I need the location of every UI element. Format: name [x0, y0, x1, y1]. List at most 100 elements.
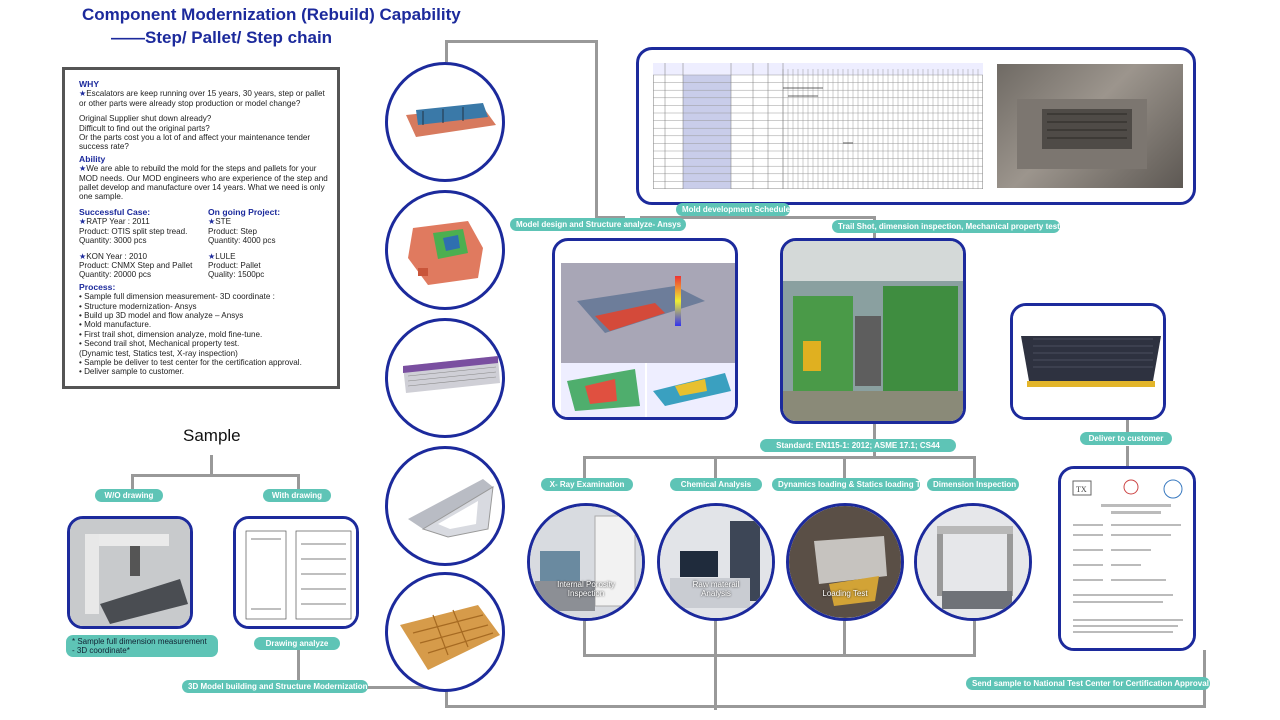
process-item: • Sample full dimension measurement- 3D … [79, 292, 275, 302]
casting-machine-image [783, 241, 963, 421]
why-text: ★Escalators are keep running over 15 yea… [79, 89, 325, 108]
connector [714, 456, 717, 486]
technical-drawing-image [236, 519, 356, 626]
case-1-product: Product: OTIS split step tread. [79, 226, 188, 236]
case-2-quantity: Quantity: 20000 pcs [79, 270, 151, 280]
project-1: ★STE [208, 217, 232, 227]
schedule-chart-image [652, 62, 984, 190]
step-3d-model-circle [385, 62, 505, 182]
process-item: (Dynamic test, Statics test, X-ray inspe… [79, 348, 238, 358]
step-model-image [406, 103, 496, 137]
mold-schedule-box [636, 47, 1196, 205]
process-item: • Structure modernization- Ansys [79, 301, 197, 311]
delivered-step-box [1010, 303, 1166, 420]
loading-test-image [789, 506, 901, 618]
connector [1126, 446, 1129, 466]
connector [583, 456, 976, 459]
label-mold-schedule: Mold development Schedule [676, 203, 790, 216]
connector [583, 620, 586, 656]
case-2: ★KON Year : 2010 [79, 251, 148, 261]
project-1-quantity: Quantity: 4000 pcs [208, 236, 276, 246]
label-xray: X- Ray Examination [541, 478, 633, 491]
label-model-design: Model design and Structure analyze- Ansy… [510, 218, 686, 231]
pallet-model-image [403, 356, 500, 393]
why-question-2: Difficult to find out the original parts… [79, 123, 210, 133]
connector [843, 620, 846, 656]
connector [445, 705, 1205, 708]
schedule-table [652, 62, 984, 194]
connector [595, 40, 598, 218]
project-2: ★LULE [208, 251, 236, 261]
label-standard: Standard: EN115-1: 2012; ASME 17.1; CS44 [760, 439, 956, 452]
with-drawing-box [233, 516, 359, 629]
label-dimension: Dimension Inspection [927, 478, 1019, 491]
dimension-photo-circle [914, 503, 1032, 621]
why-heading: WHY [79, 79, 100, 89]
process-item: • Sample be deliver to test center for t… [79, 357, 302, 367]
connector [583, 654, 976, 657]
connector [843, 456, 846, 486]
process-heading: Process: [79, 281, 116, 292]
connector [595, 216, 625, 219]
label-chemical: Chemical Analysis [670, 478, 762, 491]
connector [297, 686, 447, 689]
process-item: • First trail shot, dimension analyze, m… [79, 329, 263, 339]
label-trail-shot: Trail Shot, dimension inspection, Mechan… [832, 220, 1062, 233]
project-2-quantity: Quality: 1500pc [208, 270, 265, 280]
connector [445, 676, 448, 708]
label-drawing-analyze: Drawing analyze [254, 637, 340, 650]
connector [714, 620, 717, 710]
label-measure-note: * Sample full dimension measurement- 3D … [66, 635, 218, 657]
ongoing-heading: On going Project: [208, 206, 281, 217]
connector [873, 420, 876, 456]
pallet-model-circle [385, 318, 505, 438]
step-frame-image [408, 479, 494, 538]
loading-caption: Loading Test [822, 589, 868, 598]
chemical-lab-image [660, 506, 772, 618]
label-dynamics: Dynamics loading & Statics loading Test [772, 478, 932, 491]
connector [297, 648, 300, 688]
finished-step-image [1013, 306, 1163, 417]
step-frame-circle [385, 446, 505, 566]
case-2-product: Product: CNMX Step and Pallet [79, 260, 193, 270]
process-item: • Deliver sample to customer. [79, 367, 184, 377]
xray-lab-image [530, 506, 642, 618]
why-question-1: Original Supplier shut down already? [79, 114, 212, 124]
svg-text:TX: TX [1076, 485, 1087, 494]
connector [583, 456, 586, 486]
fea-model-image [408, 221, 483, 285]
connector [445, 40, 597, 43]
ability-heading: Ability [79, 153, 106, 164]
project-1-product: Product: Step [208, 226, 258, 236]
case-1: ★RATP Year : 2011 [79, 217, 150, 227]
step-3d-render-image [400, 605, 500, 670]
cmm-machine-image [917, 506, 1029, 618]
connector [131, 474, 134, 492]
structure-analysis-circle [385, 190, 505, 310]
measurement-machine-image [70, 519, 190, 626]
connector [640, 216, 875, 219]
project-2-product: Product: Pallet [208, 260, 261, 270]
3d-model-circle [385, 572, 505, 692]
ability-text: ★We are able to rebuild the mold for the… [79, 164, 328, 202]
label-send-sample: Send sample to National Test Center for … [966, 677, 1210, 690]
connector [131, 474, 299, 477]
connector [297, 474, 300, 492]
mold-machine-image [1017, 99, 1147, 169]
page-subtitle: ——Step/ Pallet/ Step chain [111, 28, 333, 47]
page-title: Component Modernization (Rebuild) Capabi… [82, 5, 461, 24]
info-box: WHY ★Escalators are keep running over 15… [62, 67, 340, 389]
process-item: • Build up 3D model and flow analyze – A… [79, 310, 244, 320]
connector [210, 455, 213, 476]
label-deliver: Deliver to customer [1080, 432, 1172, 445]
why-question-3: Or the parts cost you a lot of and affec… [79, 133, 311, 152]
mold-photo [997, 64, 1183, 188]
ansys-analysis-image [561, 263, 735, 417]
process-list: • Sample full dimension measurement- 3D … [79, 292, 329, 377]
success-heading: Successful Case: [79, 206, 151, 217]
label-wo-drawing: W/O drawing [95, 489, 163, 502]
